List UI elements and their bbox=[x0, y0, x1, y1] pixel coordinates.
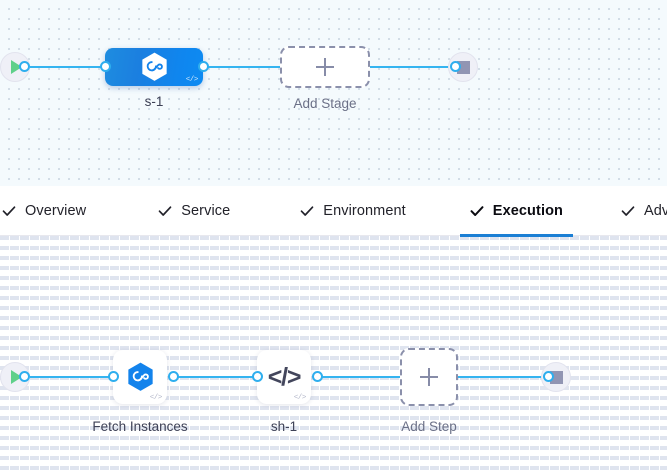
add-step-caption: Add Step bbox=[401, 419, 457, 434]
tab-overview-label: Overview bbox=[25, 202, 87, 219]
tab-execution[interactable]: Execution bbox=[459, 186, 574, 237]
tab-service[interactable]: Service bbox=[154, 186, 234, 236]
step-node-sh-1[interactable]: </> </> bbox=[257, 350, 311, 404]
sh-1-caption: sh-1 bbox=[270, 419, 298, 434]
pipeline-stage-canvas[interactable]: </> s-1 Add Stage bbox=[0, 0, 667, 186]
execution-step-canvas[interactable]: </> Fetch Instances </> </> sh-1 Add Ste… bbox=[0, 236, 667, 475]
stage-node-code-badge: </> bbox=[185, 76, 199, 84]
stage-config-tabs: Overview Service Environment Execution A bbox=[0, 186, 667, 237]
stage-node-output-port[interactable] bbox=[198, 61, 209, 72]
tab-advanced-label: Advanced bbox=[644, 202, 667, 219]
edge-add-stage-to-end bbox=[370, 66, 456, 68]
stage-start-output-port[interactable] bbox=[19, 61, 30, 72]
tab-overview[interactable]: Overview bbox=[0, 186, 90, 236]
stage-node-input-port[interactable] bbox=[100, 61, 111, 72]
step-start-output-port[interactable] bbox=[19, 371, 30, 382]
fetch-instances-input-port[interactable] bbox=[108, 371, 119, 382]
add-step-node[interactable] bbox=[400, 348, 458, 406]
plus-icon bbox=[316, 58, 334, 76]
fetch-instances-output-port[interactable] bbox=[168, 371, 179, 382]
harness-hexagon-icon bbox=[141, 52, 167, 81]
fetch-instances-caption: Fetch Instances bbox=[92, 419, 188, 434]
harness-hexagon-icon bbox=[127, 362, 153, 391]
fetch-instances-code-badge: </> bbox=[149, 394, 163, 402]
stage-node-s-1[interactable]: </> bbox=[105, 48, 203, 86]
edge-stage-1-to-add-stage bbox=[200, 66, 282, 68]
step-end-input-port[interactable] bbox=[543, 371, 554, 382]
check-icon bbox=[2, 204, 16, 218]
edge-sh-1-to-add-step bbox=[314, 376, 400, 378]
tab-environment-label: Environment bbox=[323, 202, 406, 219]
tab-advanced[interactable]: Advanced bbox=[617, 186, 667, 236]
check-icon bbox=[621, 204, 635, 218]
step-node-fetch-instances[interactable]: </> bbox=[113, 350, 167, 404]
edge-fetch-instances-to-sh-1 bbox=[170, 376, 258, 378]
plus-icon bbox=[420, 368, 438, 386]
edge-add-step-to-end bbox=[458, 376, 550, 378]
tab-service-label: Service bbox=[181, 202, 231, 219]
code-slash-icon: </> bbox=[267, 362, 302, 391]
edge-start-to-fetch-instances bbox=[24, 376, 114, 378]
tab-environment[interactable]: Environment bbox=[296, 186, 410, 236]
edge-start-to-stage-1 bbox=[24, 66, 116, 68]
play-icon bbox=[11, 60, 22, 74]
check-icon bbox=[158, 204, 172, 218]
stage-node-caption: s-1 bbox=[144, 94, 164, 109]
check-icon bbox=[300, 204, 314, 218]
sh-1-output-port[interactable] bbox=[312, 371, 323, 382]
sh-1-input-port[interactable] bbox=[252, 371, 263, 382]
add-stage-caption: Add Stage bbox=[293, 96, 357, 111]
stage-end-input-port[interactable] bbox=[450, 61, 461, 72]
play-icon bbox=[11, 370, 22, 384]
tab-execution-label: Execution bbox=[492, 202, 563, 219]
add-stage-node[interactable] bbox=[280, 46, 370, 88]
sh-1-code-badge: </> bbox=[293, 394, 307, 402]
stage-start-node[interactable] bbox=[0, 52, 30, 82]
check-icon bbox=[470, 204, 484, 218]
